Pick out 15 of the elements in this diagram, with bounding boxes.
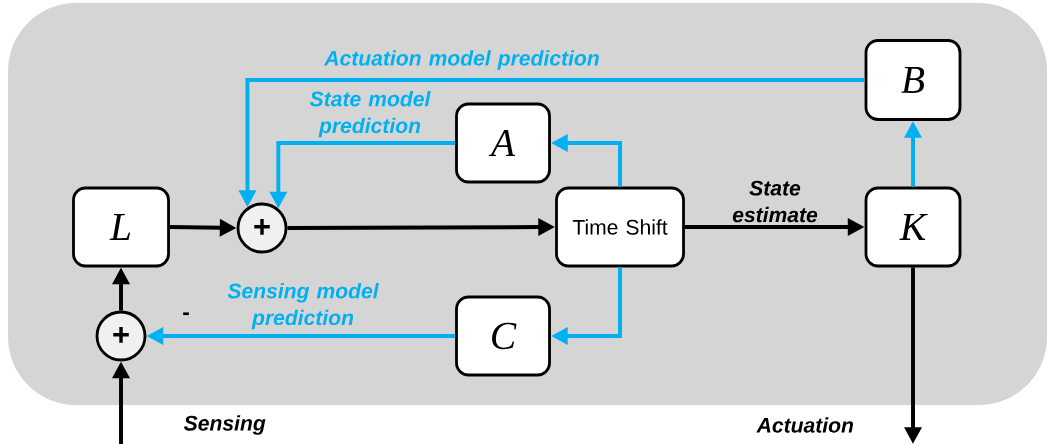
edge-label: Actuation model prediction bbox=[323, 50, 599, 70]
edge-label: State model prediction bbox=[309, 90, 431, 138]
block-box: A bbox=[455, 102, 551, 184]
block-box: L bbox=[72, 186, 170, 268]
edge-label: State estimate bbox=[732, 180, 818, 223]
block-box: C bbox=[455, 295, 551, 377]
summing-junction: + bbox=[236, 202, 288, 254]
block-box: Time Shift bbox=[555, 186, 685, 268]
summing-junction: + bbox=[95, 310, 147, 362]
block-box: B bbox=[864, 39, 962, 121]
edge-label: Actuation bbox=[756, 417, 854, 433]
edge-label: Sensing model prediction bbox=[227, 282, 379, 330]
sign-label: - bbox=[183, 312, 189, 316]
block-box: K bbox=[864, 186, 962, 268]
edge-label: Sensing bbox=[183, 415, 266, 435]
